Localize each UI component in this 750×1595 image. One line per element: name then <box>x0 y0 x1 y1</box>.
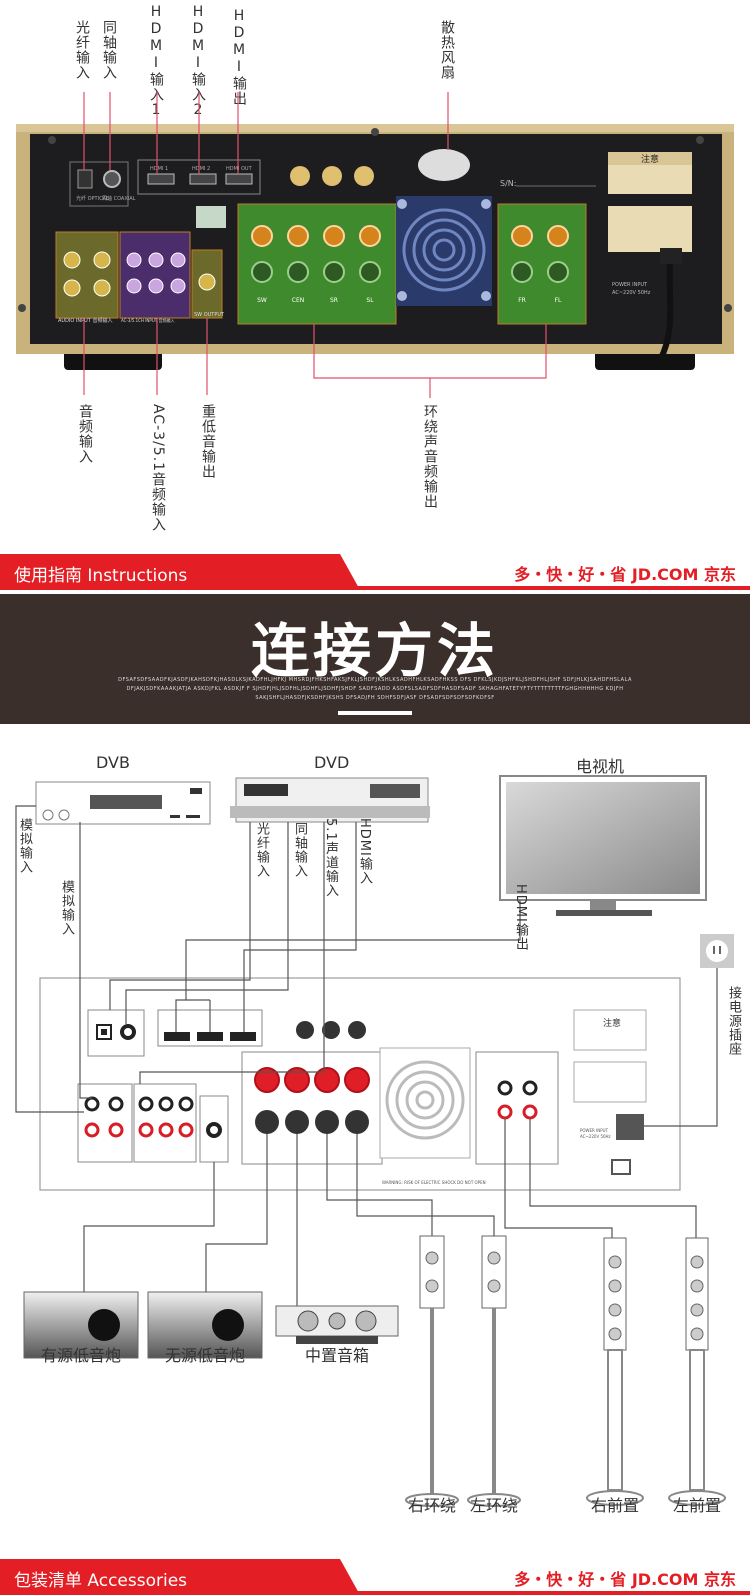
jack-text-sr: SR <box>330 297 338 304</box>
jack-text-sw-output: SW OUTPUT <box>194 312 225 318</box>
jd-slogan-2: 多・快・好・省 JD.COM 京东 <box>514 1570 736 1589</box>
jack-text-hdmi2: HDMI 2 <box>192 166 210 172</box>
diagram-power-rating: AC~220V 50Hz <box>580 1134 611 1139</box>
label-coaxial-input: 同轴输入 <box>101 20 117 80</box>
title-underline <box>338 711 412 715</box>
label-audio-input: 音频输入 <box>77 404 93 464</box>
label-ac3-input: AC-3/5.1音频输入 <box>150 404 166 533</box>
accessories-label: 包装清单 Accessories <box>14 1571 188 1591</box>
instructions-label: 使用指南 Instructions <box>14 566 188 586</box>
instructions-banner: 使用指南 Instructions 多・快・好・省 JD.COM 京东 <box>0 554 750 590</box>
connection-diagram: WARNING: RISK OF ELECTRIC SHOCK DO NOT O… <box>0 724 750 1555</box>
title-decorative-text: DFSAFSDFSAADFKJASDFJKAHSDFKJHASDLKSJKADF… <box>118 677 632 701</box>
diagram-warning-text: WARNING: RISK OF ELECTRIC SHOCK DO NOT O… <box>382 1180 486 1185</box>
label-analog-in-2: 模拟输入 <box>59 880 74 936</box>
label-hdmi-out: HDMI输出 <box>513 884 528 951</box>
label-hdmi-in: HDMI输入 <box>357 818 372 885</box>
label-passive-sub: 无源低音炮 <box>164 1346 245 1365</box>
jd-slogan: 多・快・好・省 JD.COM 京东 <box>514 565 736 584</box>
label-active-sub: 有源低音炮 <box>40 1346 121 1365</box>
label-subwoofer-output: 重低音输出 <box>200 404 216 479</box>
jack-text-hdmi-out: HDMI OUT <box>226 166 253 172</box>
label-right-surround: 右环绕 <box>407 1496 456 1515</box>
label-hdmi-input-1: HDMI输入1 <box>148 4 164 119</box>
jack-text-coaxial: 同轴 COAXIAL <box>102 195 136 202</box>
jack-text-cen: CEN <box>292 297 304 304</box>
label-hdmi-input-2: HDMI输入2 <box>190 4 206 119</box>
page-title: 连接方法 <box>250 617 499 685</box>
title-band: 连接方法 DFSAFSDFSAADFKJASDFJKAHSDFKJHASDLKS… <box>0 594 750 724</box>
label-center-speaker: 中置音箱 <box>304 1346 369 1365</box>
rear-panel-section: 光纤输入 同轴输入 HDMI输入1 HDMI输入2 HDMI输出 散热风扇 光纤… <box>0 0 750 548</box>
accessories-banner: 包装清单 Accessories 多・快・好・省 JD.COM 京东 <box>0 1559 750 1595</box>
label-optical-input: 光纤输入 <box>74 20 90 80</box>
jack-text-fr: FR <box>518 297 526 304</box>
diagram-notice: 注意 <box>603 1017 621 1029</box>
label-hdmi-output: HDMI输出 <box>231 8 247 106</box>
jack-text-optical: 光纤 OPTICAL <box>76 195 109 202</box>
jack-text-hdmi1: HDMI 1 <box>150 166 168 172</box>
jack-text-sl: SL <box>366 297 374 304</box>
jack-text-audio-input: AUDIO INPUT 音频输入 <box>58 317 112 324</box>
panel-power-rating: AC~220V 50Hz <box>612 290 651 296</box>
label-tv: 电视机 <box>576 757 625 776</box>
jack-text-ac3-input: AC-3/5.1CH INPUT 音频输入 <box>121 317 174 323</box>
label-dvb: DVB <box>96 753 130 772</box>
label-right-front: 右前置 <box>590 1496 639 1515</box>
label-optical-in: 光纤输入 <box>254 822 269 878</box>
label-cooling-fan: 散热风扇 <box>439 20 455 80</box>
label-dvd: DVD <box>314 753 350 772</box>
label-51ch-in: 5.1声道输入 <box>323 818 338 898</box>
jack-text-fl: FL <box>555 297 562 304</box>
panel-notice: 注意 <box>641 153 659 165</box>
label-surround-output: 环绕声音频输出 <box>422 404 438 509</box>
rear-panel-photo: 光纤 OPTICAL 同轴 COAXIAL HDMI 1 HDMI 2 HDMI… <box>16 92 734 398</box>
jack-text-sw: SW <box>257 297 267 304</box>
diagram-power-input: POWER INPUT <box>580 1128 609 1133</box>
panel-sn: S/N: <box>500 179 516 188</box>
label-power-socket: 接电源插座 <box>726 986 741 1056</box>
diagram-drawing: WARNING: RISK OF ELECTRIC SHOCK DO NOT O… <box>15 775 734 1507</box>
label-analog-in-dvb: 模拟输入 <box>17 818 32 874</box>
panel-power-input: POWER INPUT <box>612 282 648 288</box>
label-left-surround: 左环绕 <box>469 1496 518 1515</box>
label-left-front: 左前置 <box>672 1496 721 1515</box>
label-coax-in: 同轴输入 <box>292 822 307 878</box>
